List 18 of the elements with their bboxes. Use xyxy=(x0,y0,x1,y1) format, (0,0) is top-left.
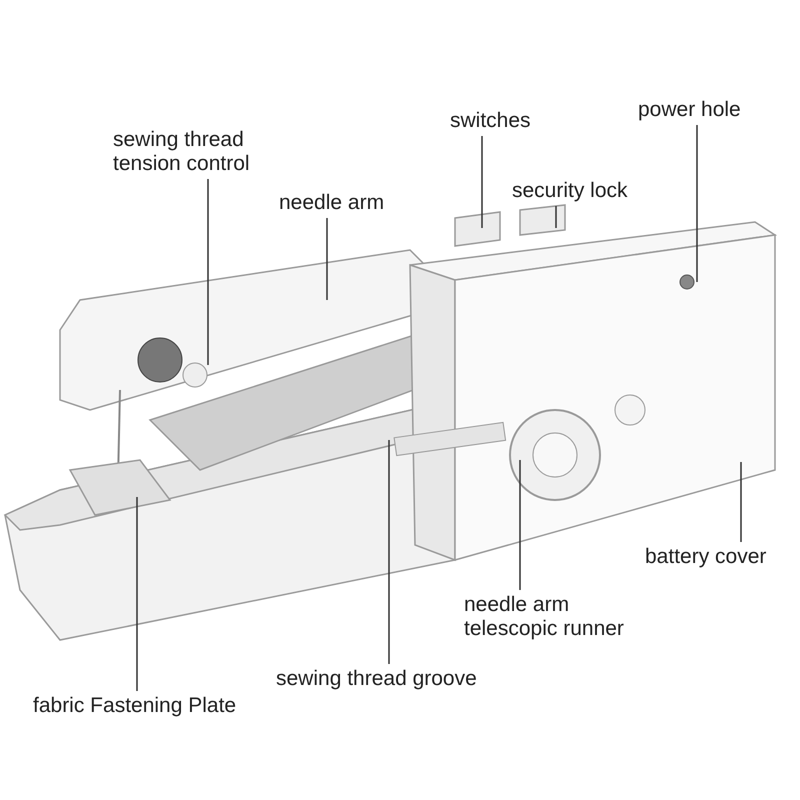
leader-line xyxy=(519,460,521,590)
callout-label: security lock xyxy=(512,179,628,203)
callout-label: sewing thread tension control xyxy=(113,128,258,176)
callout-label: switches xyxy=(450,109,531,133)
leader-line xyxy=(740,462,742,542)
callout-label: power hole xyxy=(638,98,741,122)
callout-label: needle arm xyxy=(279,191,384,215)
callout-label: needle arm telescopic runner xyxy=(464,593,664,641)
callout-label: battery cover xyxy=(645,545,766,569)
callout-label: fabric Fastening Plate xyxy=(33,694,236,718)
leader-line xyxy=(388,440,390,664)
leader-line xyxy=(481,136,483,228)
leader-line xyxy=(207,179,209,365)
leader-line xyxy=(696,125,698,282)
leader-line xyxy=(555,206,557,228)
callout-label: sewing thread groove xyxy=(276,667,477,691)
leader-line xyxy=(136,497,138,691)
leader-line xyxy=(326,218,328,300)
